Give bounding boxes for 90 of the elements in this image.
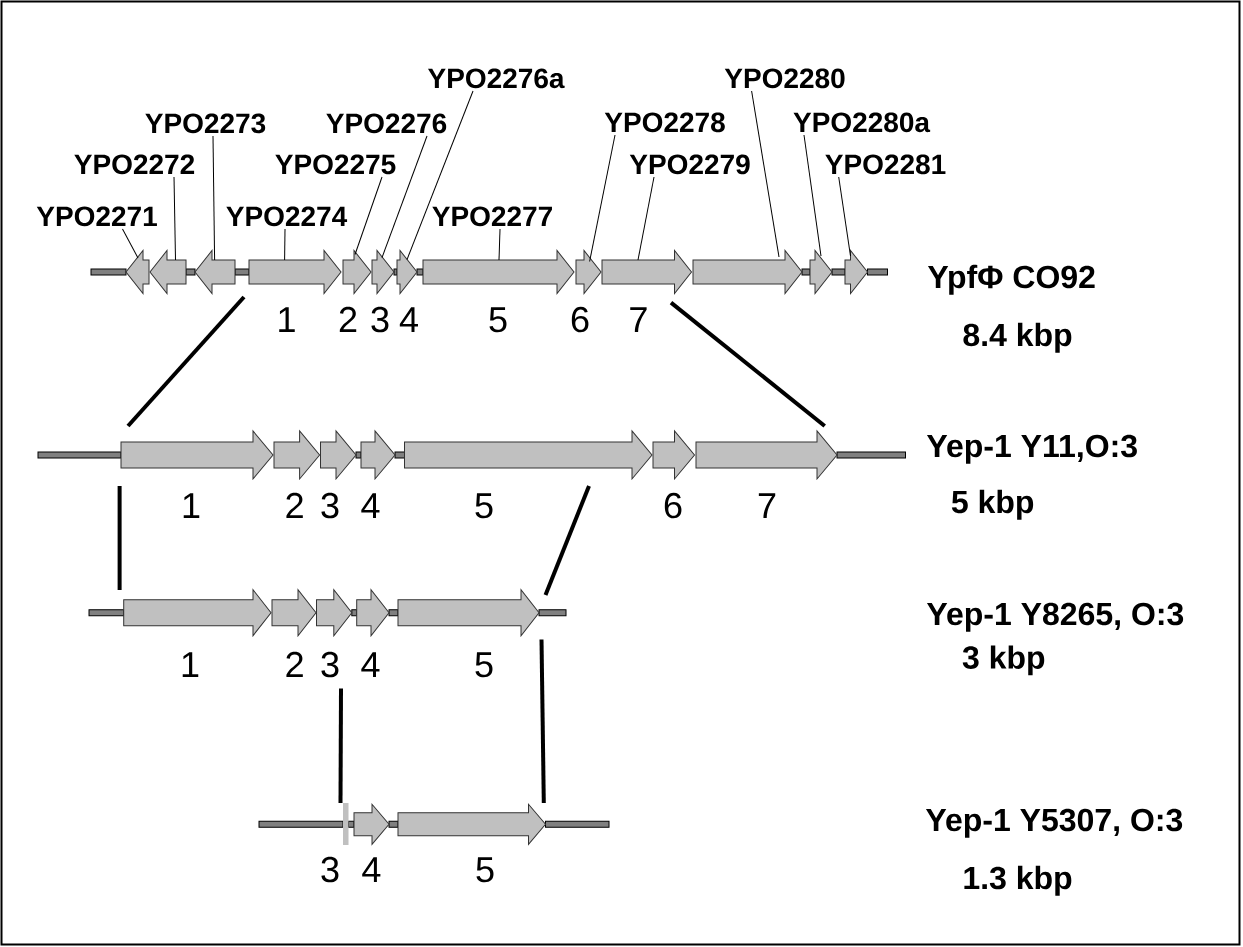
gene-symbol: [844, 250, 868, 294]
gene-symbol: [692, 250, 803, 294]
gene-symbol: [356, 589, 390, 637]
gene-number: 4: [362, 857, 381, 882]
gene-label: YPO2276a: [428, 68, 565, 89]
gene-number: 5: [489, 307, 507, 333]
connector-line: [543, 485, 591, 596]
leader-line: [284, 228, 286, 261]
strain-name: YpfΦ CO92: [927, 264, 1095, 295]
gene-symbol: [652, 430, 695, 480]
leader-line: [589, 134, 616, 262]
gene-symbol: [248, 250, 342, 294]
gene-number: 5: [476, 857, 494, 883]
gene-label: YPO2272: [74, 154, 195, 175]
gene-symbol: [353, 803, 390, 845]
gene-number: 5: [475, 652, 493, 678]
gene-label: YPO2279: [629, 154, 750, 175]
gene-label: YPO2276: [326, 113, 447, 134]
leader-line: [122, 228, 139, 259]
leader-line: [838, 176, 851, 257]
gene-label: YPO2281: [825, 154, 946, 175]
gene-symbol: [695, 430, 838, 480]
leader-line: [212, 135, 216, 261]
gene-symbol: [120, 430, 274, 480]
gene-number: 1: [279, 307, 295, 332]
gene-label: YPO2274: [226, 206, 348, 227]
connector-line: [539, 639, 546, 804]
leader-line: [406, 90, 474, 261]
strain-name: Yep-1 Y11,O:3: [926, 434, 1137, 464]
gene-symbol: [809, 250, 833, 294]
gene-number: 4: [399, 307, 418, 332]
gene-label: YPO2273: [145, 113, 266, 134]
gene-number: 4: [361, 652, 380, 677]
gene-symbol: [371, 250, 395, 294]
leader-line: [354, 176, 383, 255]
leader-line: [173, 176, 176, 261]
gene-number: 3: [321, 492, 339, 519]
gene-number: 7: [758, 493, 776, 518]
gene-label: YPO2280a: [793, 112, 931, 133]
gene-number: 1: [182, 652, 199, 677]
genome-size: 5 kbp: [951, 489, 1034, 520]
gene-number: 6: [664, 492, 682, 519]
gene-label: YPO2271: [36, 206, 157, 227]
gene-label: YPO2277: [432, 206, 552, 227]
gene-label: YPO2275: [275, 154, 396, 175]
gene-number: 4: [361, 493, 380, 518]
gene-symbol: [316, 589, 353, 637]
gene-number: 5: [475, 493, 493, 519]
leader-line: [803, 134, 822, 257]
gene-remnant-bar: [343, 803, 349, 845]
strain-name: Yep-1 Y8265, O:3: [926, 602, 1184, 632]
gene-symbol: [404, 430, 653, 480]
connector-line: [126, 295, 246, 428]
genome-size: 8.4 kbp: [963, 322, 1072, 353]
gene-number: 2: [286, 492, 303, 518]
gene-number: 3: [321, 651, 339, 678]
leader-line: [498, 228, 501, 261]
gene-symbol: [397, 589, 540, 637]
gene-label: YPO2278: [604, 112, 725, 133]
gene-symbol: [125, 250, 150, 294]
connector-line: [117, 486, 122, 590]
gene-symbol: [194, 250, 236, 294]
gene-number: 2: [339, 306, 357, 332]
gene-symbol: [575, 250, 602, 294]
leader-line: [751, 90, 780, 258]
gene-symbol: [123, 589, 272, 637]
gene-symbol: [320, 430, 357, 480]
gene-number: 3: [321, 856, 339, 883]
gene-symbol: [360, 430, 396, 480]
gene-symbol: [396, 250, 418, 294]
gene-symbol: [273, 430, 321, 480]
leader-line: [637, 176, 655, 261]
gene-number: 2: [286, 651, 303, 677]
connector-line: [338, 688, 343, 803]
gene-symbol: [342, 250, 372, 294]
gene-symbol: [397, 803, 546, 845]
gene-number: 3: [371, 306, 389, 333]
gene-symbol: [271, 589, 317, 637]
gene-symbol: [149, 250, 187, 294]
gene-number: 1: [183, 493, 200, 518]
leader-line: [381, 135, 428, 259]
gene-number: 6: [571, 306, 589, 333]
genome-size: 3 kbp: [962, 645, 1045, 676]
gene-symbol: [601, 250, 692, 294]
strain-name: Yep-1 Y5307, O:3: [925, 808, 1183, 838]
gene-label: YPO2280: [724, 68, 845, 89]
gene-number: 7: [630, 307, 647, 332]
connector-line: [669, 301, 826, 428]
gene-symbol: [422, 250, 575, 294]
genome-size: 1.3 kbp: [964, 865, 1072, 896]
